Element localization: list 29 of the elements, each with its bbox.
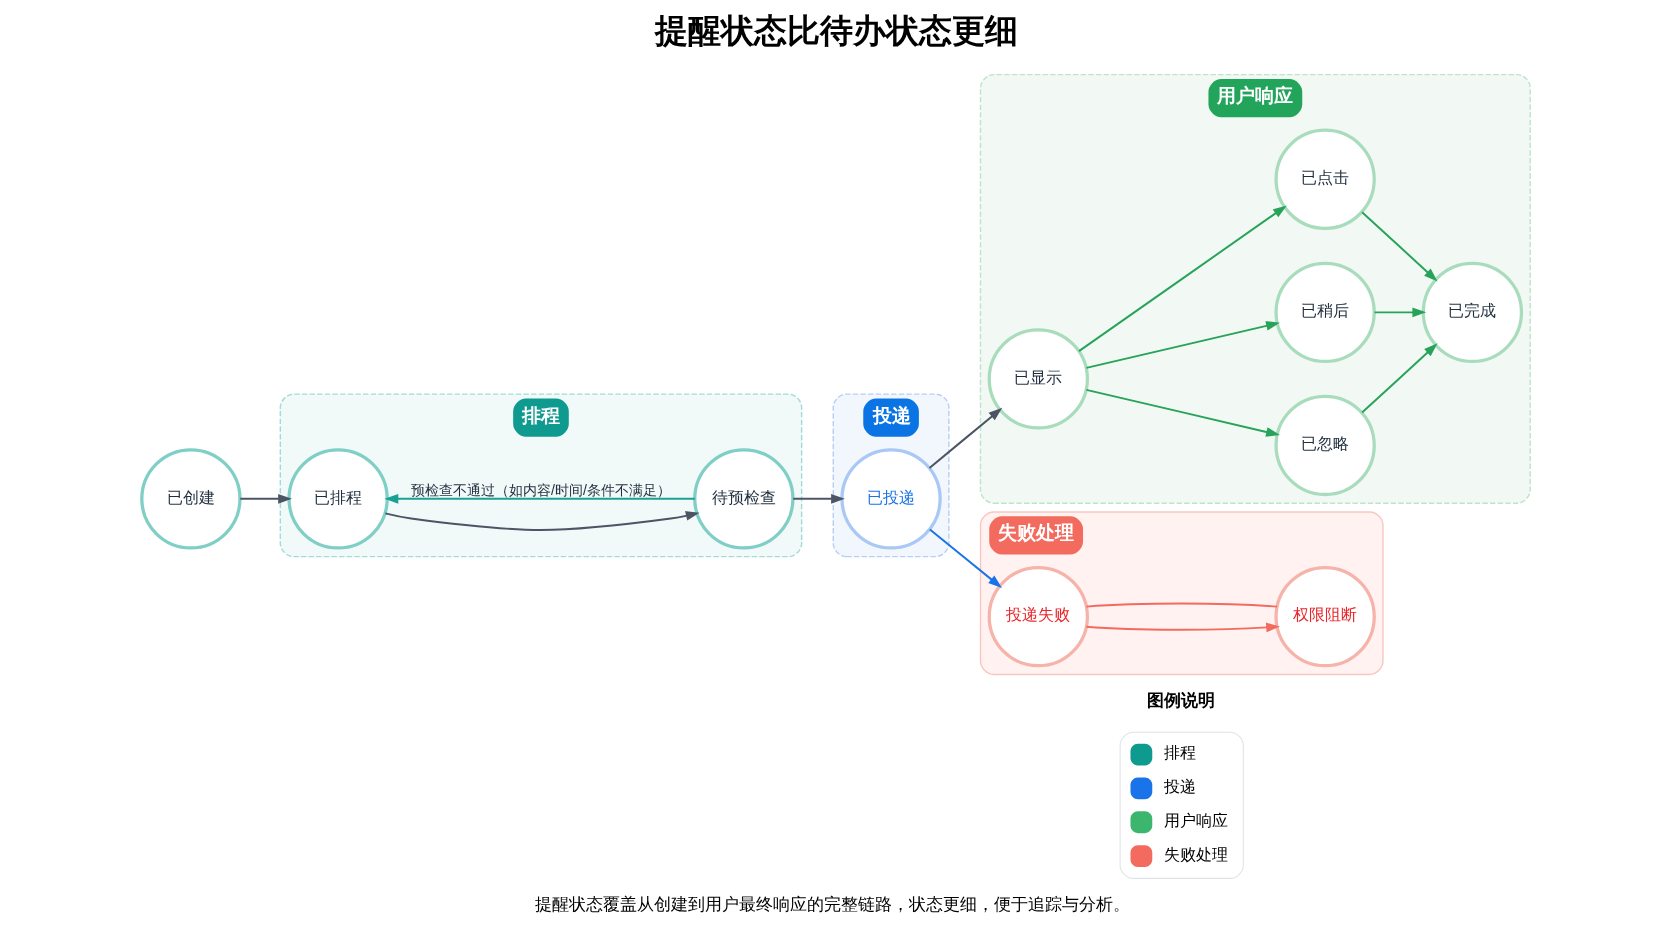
arrow [1085, 622, 1280, 633]
diagram-title: 提醒状态比待办状态更细 [655, 11, 1019, 49]
connector [1085, 602, 1278, 608]
node-circle: 已忽略 [1274, 394, 1376, 497]
arrow [1373, 307, 1427, 318]
arrow [1361, 343, 1438, 414]
legend-label: 用户响应 [1164, 811, 1229, 830]
caption: 提醒状态覆盖从创建到用户最终响应的完整链路，状态更细，便于追踪与分析。 [534, 893, 1130, 914]
arrow [928, 528, 1002, 589]
arrow [928, 407, 1003, 469]
arrow [1361, 211, 1438, 282]
arrow [1085, 321, 1280, 369]
legend-label: 投递 [1164, 777, 1197, 796]
edge-label: 预检查不通过（如内容/时间/条件不满足） [411, 481, 671, 498]
node-circle: 已稍后 [1274, 261, 1376, 364]
node-circle: 已创建 [140, 448, 242, 550]
node-circle: 待预检查 [693, 448, 795, 550]
label: 图例说明 [1146, 689, 1215, 710]
arrow [1085, 388, 1280, 437]
arrow [792, 494, 845, 504]
arrow [1078, 205, 1287, 353]
arrow [239, 494, 292, 504]
node-circle: 已排程 [287, 448, 389, 550]
node-circle: 已投递 [840, 448, 942, 550]
arrow [384, 511, 700, 531]
legend-label: 排程 [1164, 743, 1197, 762]
legend-label: 失败处理 [1164, 844, 1229, 863]
node-circle: 权限阻断 [1274, 565, 1376, 668]
arrow [384, 494, 696, 504]
